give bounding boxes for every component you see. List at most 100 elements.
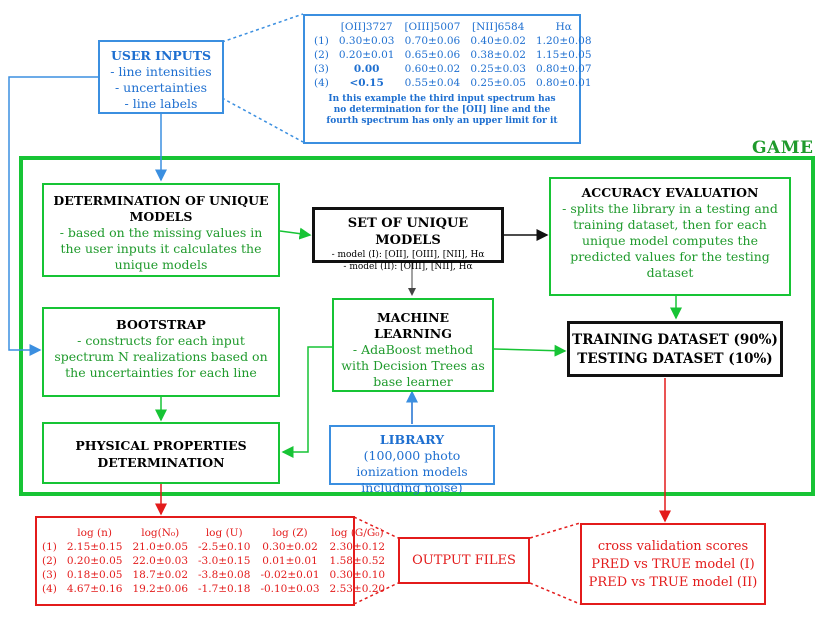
cross-validation-box: cross validation scores PRED vs TRUE mod… xyxy=(580,523,766,605)
user-input-item: - line labels xyxy=(124,96,198,111)
cell: 2.53±0.20 xyxy=(329,583,386,595)
cell: (4) xyxy=(42,583,57,595)
physical-properties-box: PHYSICAL PROPERTIES DETERMINATION xyxy=(42,422,280,484)
training-dataset-box: TRAINING DATASET (90%) TESTING DATASET (… xyxy=(567,321,783,377)
cell: 1.20±0.08 xyxy=(535,35,592,47)
cell: 0.40±0.02 xyxy=(470,35,526,47)
machine-learning-box: MACHINE LEARNING - AdaBoost method with … xyxy=(332,298,494,392)
set-unique-title: SET OF UNIQUE MODELS xyxy=(347,216,469,248)
game-label: GAME xyxy=(752,138,814,158)
output-table-row: (4) 4.67±0.16 19.2±0.06 -1.7±0.18 -0.10±… xyxy=(37,582,390,596)
output-table-header xyxy=(37,526,62,540)
cell: 21.0±0.05 xyxy=(132,541,188,553)
library-text: (100,000 photo ionization models includi… xyxy=(356,448,468,495)
library-box: LIBRARY (100,000 photo ionization models… xyxy=(329,425,495,495)
accuracy-box: ACCURACY EVALUATION - splits the library… xyxy=(549,177,791,296)
cell: 0.80±0.01 xyxy=(535,77,592,89)
user-input-item: - line intensities xyxy=(110,64,212,79)
cell: (3) xyxy=(314,63,329,75)
bootstrap-box: BOOTSTRAP - constructs for each input sp… xyxy=(42,307,280,397)
cell: 0.38±0.02 xyxy=(470,49,526,61)
output-table-row: (1) 2.15±0.15 21.0±0.05 -2.5±0.10 0.30±0… xyxy=(37,540,390,554)
game-frame xyxy=(19,156,815,496)
cell: 19.2±0.06 xyxy=(132,583,188,595)
cell: 2.15±0.15 xyxy=(66,541,123,553)
cell: 0.01±0.01 xyxy=(262,555,318,567)
cell: 0.60±0.02 xyxy=(404,63,461,75)
cell: (1) xyxy=(314,35,329,47)
output-table-row: (2) 0.20±0.05 22.0±0.03 -3.0±0.15 0.01±0… xyxy=(37,554,390,568)
cell: 0.65±0.06 xyxy=(404,49,461,61)
cell: (4) xyxy=(314,77,329,89)
cell: 22.0±0.03 xyxy=(132,555,188,567)
machine-learning-text: - AdaBoost method with Decision Trees as… xyxy=(341,342,485,389)
output-table-header: log (Z) xyxy=(272,527,308,539)
bootstrap-title: BOOTSTRAP xyxy=(116,317,206,332)
cell: 0.80±0.07 xyxy=(535,63,592,75)
library-title: LIBRARY xyxy=(379,432,445,447)
testing-dataset-label: TESTING DATASET (10%) xyxy=(577,351,773,367)
output-table-header: log(N₀) xyxy=(141,527,180,539)
physical-properties-line1: PHYSICAL PROPERTIES xyxy=(75,438,247,453)
set-unique-models-box: SET OF UNIQUE MODELS - model (I): [OII],… xyxy=(312,207,504,272)
training-dataset-label: TRAINING DATASET (90%) xyxy=(572,332,778,348)
cell: 0.55±0.04 xyxy=(404,77,461,89)
cell: 0.70±0.06 xyxy=(404,35,461,47)
cell: 1.15±0.05 xyxy=(535,49,592,61)
output-table: log (n) log(N₀) log (U) log (Z) log (G/G… xyxy=(37,526,390,596)
machine-learning-title: MACHINE LEARNING xyxy=(374,310,452,341)
unique-models-title: DETERMINATION OF UNIQUE MODELS xyxy=(53,193,269,224)
input-table-header: [OII]3727 xyxy=(340,21,393,33)
cell: 0.25±0.05 xyxy=(470,77,526,89)
cell: 2.30±0.12 xyxy=(329,541,386,553)
input-table: [OII]3727 [OIII]5007 [NII]6584 Hα (1) 0.… xyxy=(309,20,597,90)
cell: 0.25±0.03 xyxy=(470,63,526,75)
input-table-row: (2) 0.20±0.01 0.65±0.06 0.38±0.02 1.15±0… xyxy=(309,48,597,62)
cell: 1.58±0.52 xyxy=(329,555,386,567)
model-two-line: - model (II): [OIII], [NII], Hα xyxy=(343,262,473,272)
cell: (3) xyxy=(42,569,57,581)
cell: 18.7±0.02 xyxy=(132,569,188,581)
cell: 4.67±0.16 xyxy=(66,583,123,595)
output-table-row: (3) 0.18±0.05 18.7±0.02 -3.8±0.08 -0.02±… xyxy=(37,568,390,582)
user-input-item: - uncertainties xyxy=(114,80,208,95)
output-table-header: log (U) xyxy=(205,527,243,539)
unique-models-text: - based on the missing values in the use… xyxy=(59,225,263,272)
input-table-note: In this example the third input spectrum… xyxy=(326,94,558,126)
cell: <0.15 xyxy=(349,77,384,89)
cell: 0.30±0.02 xyxy=(262,541,318,553)
output-table-header: log (G/G₀) xyxy=(331,527,384,539)
input-table-header: [NII]6584 xyxy=(471,21,525,33)
accuracy-text: - splits the library in a testing and tr… xyxy=(562,201,778,280)
cv-model-two: PRED vs TRUE model (II) xyxy=(588,575,758,590)
cell: (2) xyxy=(314,49,329,61)
cell: -3.8±0.08 xyxy=(198,569,251,581)
input-table-header: [OIII]5007 xyxy=(404,21,461,33)
cell: 0.18±0.05 xyxy=(66,569,123,581)
cell: -1.7±0.18 xyxy=(198,583,251,595)
input-table-row: (1) 0.30±0.03 0.70±0.06 0.40±0.02 1.20±0… xyxy=(309,34,597,48)
output-table-header: log (n) xyxy=(77,527,112,539)
output-files-label: OUTPUT FILES xyxy=(412,553,516,568)
cell: 0.30±0.03 xyxy=(338,35,395,47)
output-files-box: OUTPUT FILES xyxy=(398,537,530,584)
cell: 0.20±0.01 xyxy=(338,49,395,61)
cell: -0.10±0.03 xyxy=(260,583,320,595)
input-table-header: Hα xyxy=(555,21,572,33)
cell: 0.30±0.10 xyxy=(329,569,386,581)
cv-title: cross validation scores xyxy=(597,539,749,554)
cell: -0.02±0.01 xyxy=(260,569,320,581)
input-table-header xyxy=(309,20,334,34)
input-table-row: (4) <0.15 0.55±0.04 0.25±0.05 0.80±0.01 xyxy=(309,76,597,90)
model-one-line: - model (I): [OII], [OIII], [NII], Hα xyxy=(331,250,485,260)
cell: -3.0±0.15 xyxy=(198,555,251,567)
physical-properties-line2: DETERMINATION xyxy=(97,455,225,470)
cell: (2) xyxy=(42,555,57,567)
cell: -2.5±0.10 xyxy=(198,541,251,553)
cell: (1) xyxy=(42,541,57,553)
input-table-row: (3) 0.00 0.60±0.02 0.25±0.03 0.80±0.07 xyxy=(309,62,597,76)
unique-models-box: DETERMINATION OF UNIQUE MODELS - based o… xyxy=(42,183,280,277)
user-inputs-title: USER INPUTS xyxy=(110,48,212,63)
user-inputs-box: USER INPUTS - line intensities - uncerta… xyxy=(98,40,224,114)
